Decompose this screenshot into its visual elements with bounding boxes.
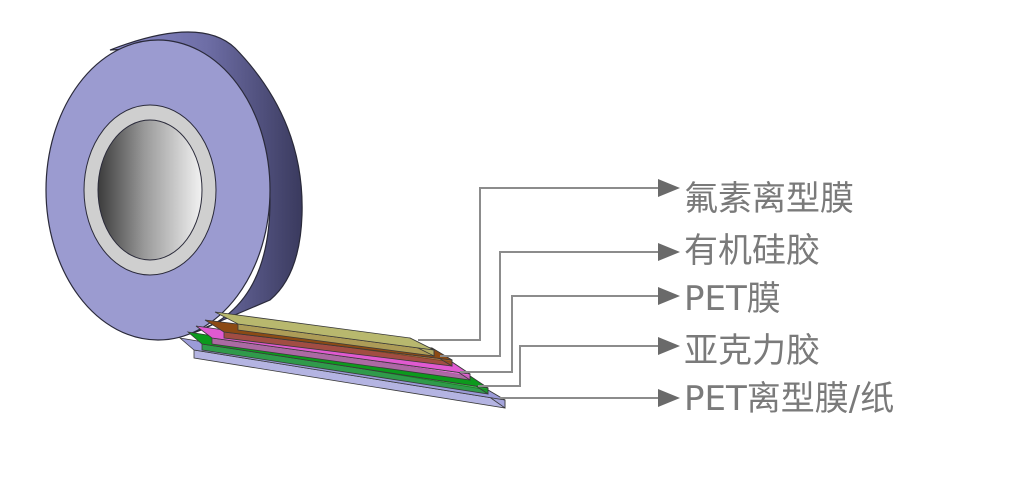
leader-line-silicone-adhesive bbox=[440, 251, 660, 357]
label-fluorine-release-film: 氟素离型膜 bbox=[684, 179, 854, 219]
arrow-right-icon bbox=[658, 287, 680, 305]
arrow-right-icon bbox=[658, 389, 680, 407]
leader-line-pet-film bbox=[460, 295, 660, 373]
roll-core-bore bbox=[97, 119, 203, 261]
arrow-right-icon bbox=[658, 337, 680, 355]
label-acrylic-adhesive: 亚克力胶 bbox=[684, 331, 820, 371]
leader-lines bbox=[418, 179, 680, 407]
label-pet-film: PET膜 bbox=[684, 279, 781, 319]
arrow-right-icon bbox=[658, 243, 680, 261]
layer-strip-fluorine-release-film bbox=[214, 311, 435, 351]
label-silicone-adhesive: 有机硅胶 bbox=[684, 231, 820, 271]
leader-line-fluorine-release-film bbox=[418, 187, 660, 341]
layer-strips bbox=[178, 311, 506, 409]
label-pet-release-liner: PET离型膜/纸 bbox=[684, 379, 895, 419]
leader-line-acrylic-adhesive bbox=[478, 345, 660, 387]
arrow-right-icon bbox=[658, 179, 680, 197]
